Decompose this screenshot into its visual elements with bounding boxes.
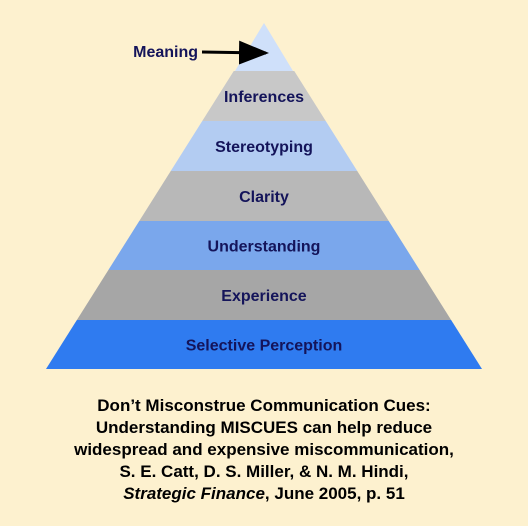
caption-line-2: Understanding MISCUES can help reduce bbox=[95, 418, 433, 437]
journal-details: , June 2005, p. 51 bbox=[264, 484, 405, 503]
apex-arrow bbox=[201, 40, 269, 65]
pyramid-layer-label-5: Experience bbox=[221, 288, 306, 305]
pyramid-layer-label-1: Inferences bbox=[224, 89, 304, 106]
pyramid-apex bbox=[235, 23, 293, 71]
pyramid-layer-1 bbox=[202, 71, 326, 121]
pyramid-layer-5 bbox=[76, 270, 452, 320]
journal-title: Strategic Finance bbox=[123, 484, 265, 503]
caption-line-1: Don’t Misconstrue Communication Cues: bbox=[97, 396, 431, 415]
pyramid-layer-6 bbox=[46, 320, 482, 369]
caption-line-5: Strategic Finance, June 2005, p. 51 bbox=[0, 483, 528, 505]
pyramid-layer-label-4: Understanding bbox=[208, 239, 321, 256]
apex-label: Meaning bbox=[133, 44, 198, 61]
caption-line-3: widespread and expensive miscommunicatio… bbox=[74, 440, 454, 459]
pyramid-layer-3 bbox=[139, 171, 389, 221]
caption-line-4: S. E. Catt, D. S. Miller, & N. M. Hindi, bbox=[119, 462, 409, 481]
pyramid-layer-label-6: Selective Perception bbox=[186, 338, 343, 355]
citation-caption: Don’t Misconstrue Communication Cues: Un… bbox=[0, 395, 528, 505]
pyramid-layer-2 bbox=[170, 121, 358, 171]
pyramid-layer-label-2: Stereotyping bbox=[215, 139, 313, 156]
pyramid-layer-4 bbox=[108, 221, 420, 270]
pyramid-layer-label-3: Clarity bbox=[239, 189, 289, 206]
pyramid-diagram: InferencesStereotypingClarityUnderstandi… bbox=[46, 23, 482, 369]
